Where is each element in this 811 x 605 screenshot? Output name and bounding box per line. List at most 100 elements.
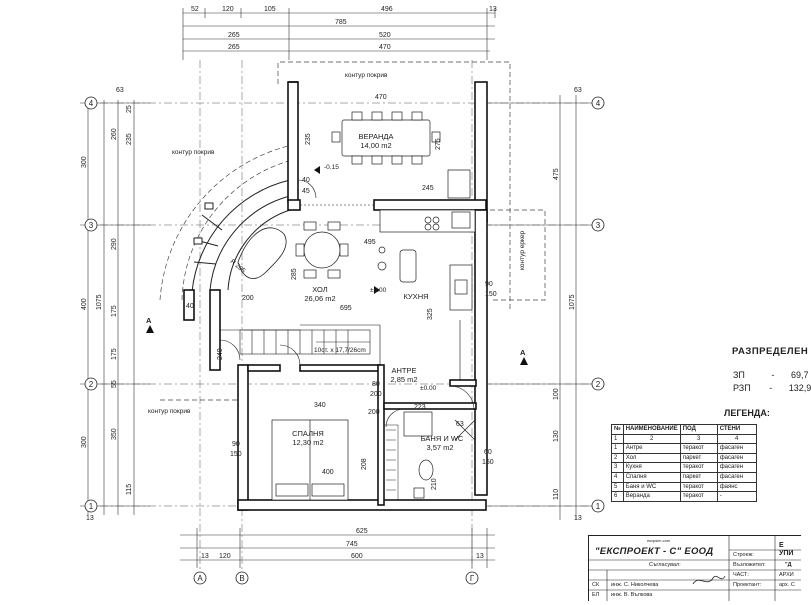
dim-top-520: 520 [379,32,391,39]
dim-left-1075: 1075 [96,294,103,310]
investor-value: "Д [785,562,792,568]
legend-header-name: НАИМЕНОВАНИЕ [622,424,681,435]
interior-dimensions: 470 235 275 245 40 45 495 285 200 695 32… [186,94,497,490]
legend-cell: Баня и WC [622,481,681,493]
legend-cell: Хол [622,452,681,464]
legend-colnum-row: 1 2 3 4 [611,433,757,445]
axis-a: A [197,574,203,583]
el-label: ЕЛ [592,592,600,598]
legend-header-row: № НАИМЕНОВАНИЕ ПОД СТЕНИ [611,424,757,435]
axis-grid [100,60,600,572]
axis-3-left: 3 [89,221,94,230]
dim-bottom-745: 745 [346,541,358,548]
idim-80: 80 [372,381,380,388]
dim-left-175a: 175 [111,305,118,317]
dining-table [295,221,349,279]
idim-150c: 150 [482,459,494,466]
dim-left-115: 115 [126,484,133,495]
idim-695: 695 [340,305,352,312]
roof-contours [159,61,546,401]
section-label-a-right: A [520,348,526,357]
legend-cell: 6 [611,491,624,502]
title-block: ексрsim.com "ЕКСПРОЕКТ - С" ЕООД Съгласу… [588,535,801,601]
section-label-a-left: A [146,316,152,325]
room-kitchen-name: КУХНЯ [403,292,428,301]
roof-label-right: контур еркер [519,230,526,270]
right-dimensions [488,95,592,520]
idim-90: 90 [485,281,493,288]
room-bath-name: БАНЯ И WC [421,434,464,443]
dim-left-290: 290 [111,238,118,250]
idim-340: 340 [314,402,326,409]
section-arrows [146,166,528,365]
idim-40b: 40 [186,303,194,310]
dim-top-13: 13 [489,6,497,13]
roof-label-top: контур покрив [345,72,388,79]
legend-colnum: 1 [611,433,624,445]
distribution-zp-value: 69,7 [790,370,809,380]
legend-cell: 3 [611,462,624,473]
axis-4-right: 4 [596,99,601,108]
idim-40: 40 [302,177,310,184]
floor-plan-drawing: 52 120 105 496 13 785 265 520 265 470 30… [80,6,605,585]
legend-cell: фасаген [716,443,757,454]
walls [183,81,488,511]
right-dimension-texts: 475 1075 130 100 110 63 13 [553,87,582,522]
idim-45: 45 [302,188,310,195]
axis-g: Г [470,574,475,583]
dim-left-300a: 300 [81,156,88,168]
legend-cell: 5 [611,481,624,493]
roof-label-left: контур покрив [172,149,215,156]
axis-markers [84,96,605,585]
dim-left-400: 400 [81,298,88,310]
dim-left-260: 260 [111,128,118,140]
axis-1-left: 1 [89,502,94,511]
dim-bottom-13a: 13 [201,553,209,560]
idim-208: 208 [361,458,368,470]
distribution-row-rzp: РЗП - 132,9 [733,383,811,393]
dim-left-175b: 175 [111,348,118,360]
room-bath-area: 3,57 m2 [426,443,453,452]
legend-cell: теракот [679,443,718,454]
doors [219,179,475,428]
idim-235: 235 [305,133,312,145]
building-label: Строеж: [733,552,754,558]
room-antre-area: 2,85 m2 [390,375,417,384]
title-block-grid [589,536,801,601]
sk-label: СК [592,582,600,588]
idim-200: 200 [242,295,254,302]
firm-website: ексрsim.com [647,538,671,543]
legend-cell: Веранда [622,491,681,502]
legend-header-floor: ПОД [679,424,718,435]
drawing-sheet: 52 120 105 496 13 785 265 520 265 470 30… [80,6,605,585]
axis-marker-labels: 4 4 3 3 2 2 1 1 A B Г [89,99,601,583]
legend-cell: Антре [622,443,681,454]
legend-colnum: 4 [716,433,757,445]
dim-left-63: 63 [116,87,124,94]
designer-label: Проектант: [733,582,762,588]
dim-top-265b: 265 [228,44,240,51]
legend-header-num: № [611,424,624,435]
idim-60: 60 [484,449,492,456]
idim-200b: 200 [370,391,382,398]
legend-cell: 2 [611,452,624,464]
distribution-zp-label: ЗП [733,370,745,380]
top-dimensions [182,8,496,60]
room-veranda-name: ВЕРАНДА [358,132,393,141]
bathroom-fixtures [403,411,476,499]
idim-63: 63 [456,421,464,428]
axis-4-left: 4 [89,99,94,108]
part-value: АРХИ [779,572,794,578]
idim-245: 245 [422,185,434,192]
dim-right-1075: 1075 [569,294,576,310]
idim-223: 223 [414,404,426,411]
dim-bottom-625: 625 [356,528,368,535]
legend-cell: - [716,491,757,502]
legend-cell: 4 [611,471,624,483]
bottom-dimension-texts: 625 745 600 13 120 13 [201,528,484,560]
dim-top-470: 470 [379,44,391,51]
